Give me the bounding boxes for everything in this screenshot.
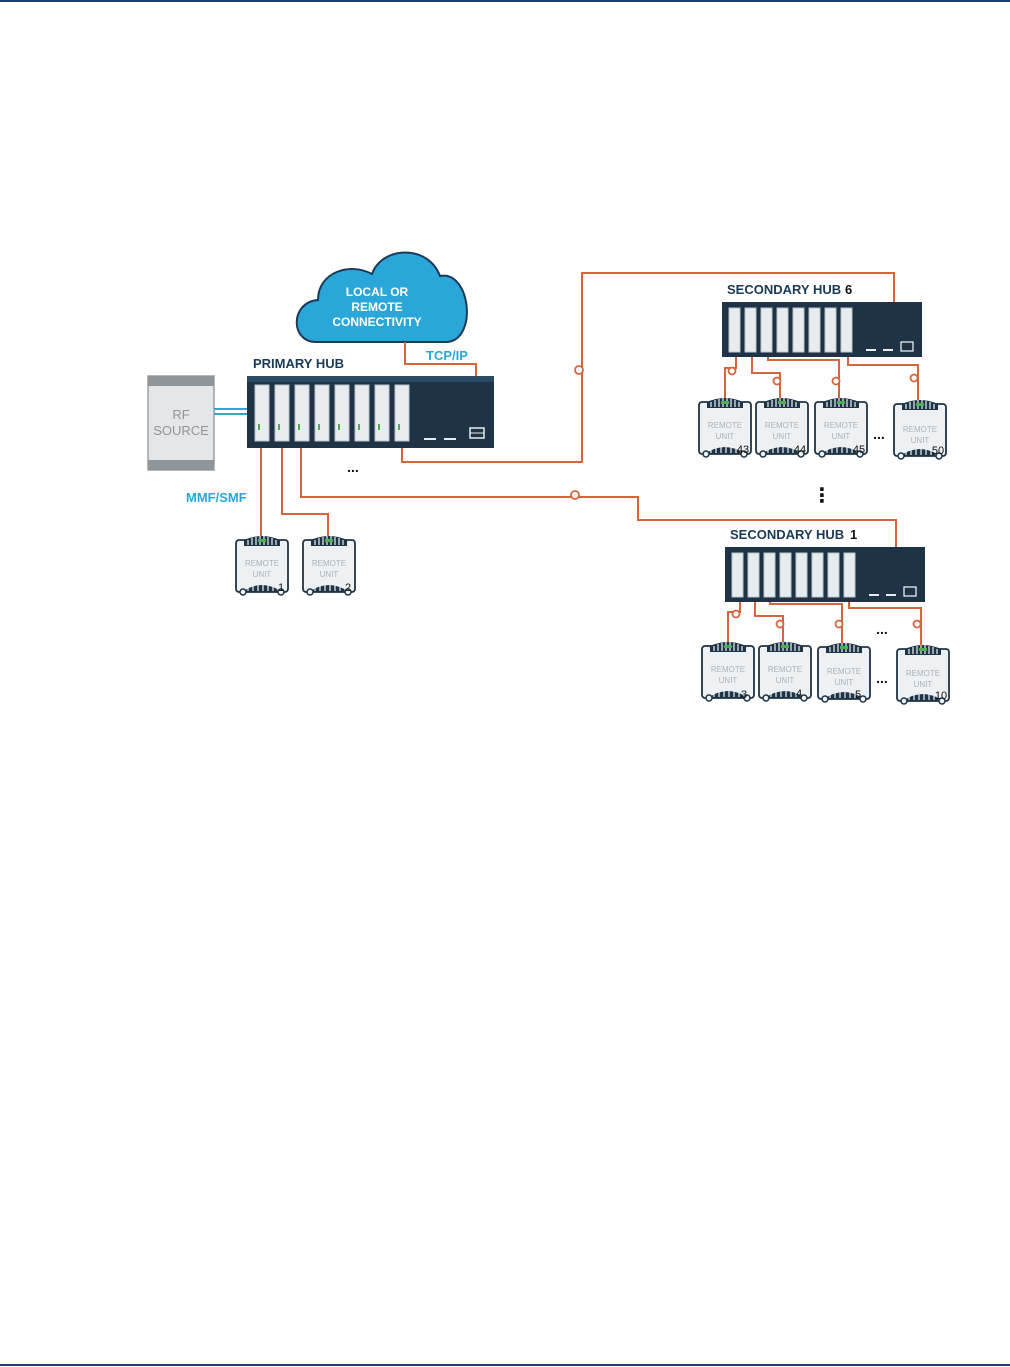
secondary-hub-1 xyxy=(725,547,925,602)
secondary-hub-1-label: SECONDARY HUB xyxy=(730,527,844,542)
svg-text:REMOTE: REMOTE xyxy=(765,421,799,430)
ellipsis-bottom-units: ... xyxy=(876,670,888,686)
remote-unit-4: REMOTE UNIT 4 xyxy=(759,642,811,701)
cloud-label-1: LOCAL OR xyxy=(346,285,409,299)
vertical-ellipsis: ⋮ xyxy=(812,483,832,507)
svg-text:1: 1 xyxy=(278,582,284,594)
svg-text:UNIT: UNIT xyxy=(832,432,851,441)
svg-text:44: 44 xyxy=(794,444,806,456)
svg-text:REMOTE: REMOTE xyxy=(827,667,861,676)
remote-unit-44: REMOTE UNIT 44 xyxy=(756,398,808,457)
remote-unit-43: REMOTE UNIT 43 xyxy=(699,398,751,457)
remote-unit-10: REMOTE UNIT 10 xyxy=(897,645,949,704)
remote-unit-2: REMOTE UNIT 2 xyxy=(303,536,355,595)
rf-coax-link xyxy=(214,409,247,414)
mmf-smf-label: MMF/SMF xyxy=(186,490,247,505)
svg-text:REMOTE: REMOTE xyxy=(824,421,858,430)
secondary-hub-6-label: SECONDARY HUB xyxy=(727,282,841,297)
svg-text:REMOTE: REMOTE xyxy=(708,421,742,430)
rf-source: RF SOURCE xyxy=(148,376,214,470)
svg-text:4: 4 xyxy=(796,688,802,700)
secondary-hub-6 xyxy=(722,302,922,357)
svg-text:REMOTE: REMOTE xyxy=(312,559,346,568)
cloud-label-3: CONNECTIVITY xyxy=(332,315,421,329)
svg-text:UNIT: UNIT xyxy=(776,676,795,685)
svg-text:50: 50 xyxy=(932,445,944,457)
ellipsis-primary: ... xyxy=(347,459,359,475)
primary-hub xyxy=(247,376,494,448)
svg-text:3: 3 xyxy=(741,689,747,701)
rf-source-label-2: SOURCE xyxy=(153,423,209,438)
svg-text:UNIT: UNIT xyxy=(716,432,735,441)
svg-text:REMOTE: REMOTE xyxy=(768,665,802,674)
secondary-hub-6-number: 6 xyxy=(845,282,852,297)
remote-unit-1: REMOTE UNIT 1 xyxy=(236,536,288,595)
svg-text:REMOTE: REMOTE xyxy=(245,559,279,568)
remote-unit-45: REMOTE UNIT 45 xyxy=(815,398,867,457)
svg-text:REMOTE: REMOTE xyxy=(711,665,745,674)
ellipsis-top-units: ... xyxy=(873,426,885,442)
svg-text:UNIT: UNIT xyxy=(253,570,272,579)
rf-source-label-1: RF xyxy=(172,407,189,422)
svg-text:UNIT: UNIT xyxy=(914,680,933,689)
remote-unit-50: REMOTE UNIT 50 xyxy=(894,400,946,459)
svg-text:UNIT: UNIT xyxy=(835,678,854,687)
svg-text:UNIT: UNIT xyxy=(320,570,339,579)
svg-text:43: 43 xyxy=(737,444,749,456)
svg-text:UNIT: UNIT xyxy=(719,676,738,685)
svg-text:REMOTE: REMOTE xyxy=(903,425,937,434)
tcp-ip-label: TCP/IP xyxy=(426,348,468,363)
cloud-icon: LOCAL OR REMOTE CONNECTIVITY xyxy=(297,253,467,343)
ellipsis-bottom-links: ... xyxy=(876,621,888,637)
svg-text:2: 2 xyxy=(345,582,351,594)
svg-text:UNIT: UNIT xyxy=(773,432,792,441)
svg-text:45: 45 xyxy=(853,444,865,456)
svg-text:UNIT: UNIT xyxy=(911,436,930,445)
secondary-hub-1-number: 1 xyxy=(850,527,857,542)
svg-text:5: 5 xyxy=(855,689,861,701)
cloud-label-2: REMOTE xyxy=(351,300,402,314)
primary-hub-label: PRIMARY HUB xyxy=(253,356,344,371)
svg-text:REMOTE: REMOTE xyxy=(906,669,940,678)
remote-unit-5: REMOTE UNIT 5 xyxy=(818,643,870,702)
remote-unit-3: REMOTE UNIT 3 xyxy=(702,642,754,701)
svg-text:10: 10 xyxy=(935,690,947,702)
